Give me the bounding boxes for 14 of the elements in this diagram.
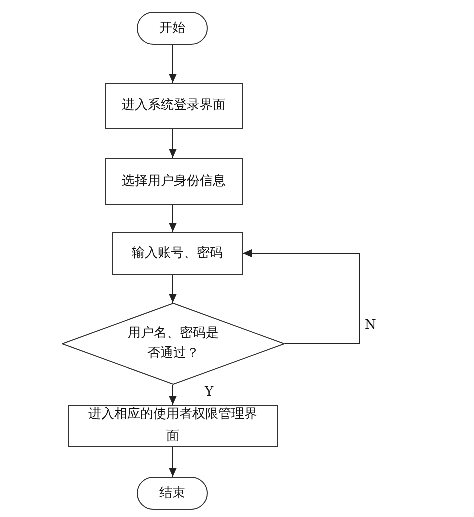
process-box: 进入相应的使用者权限管理界面 [68,405,278,447]
arrow [169,274,177,304]
process-box: 进入系统登录界面 [105,83,243,129]
start-terminal: 开始 [137,12,208,45]
end-terminal: 结束 [137,477,208,510]
arrow [169,44,177,84]
process-box: 输入账号、密码 [112,232,243,275]
arrow [169,128,177,158]
arrow [169,204,177,232]
arrow [242,250,360,344]
process-box: 选择用户身份信息 [105,158,243,205]
decision-diamond: 用户名、密码是否通过？ [62,303,285,385]
arrow [169,384,177,406]
arrow [169,446,177,478]
